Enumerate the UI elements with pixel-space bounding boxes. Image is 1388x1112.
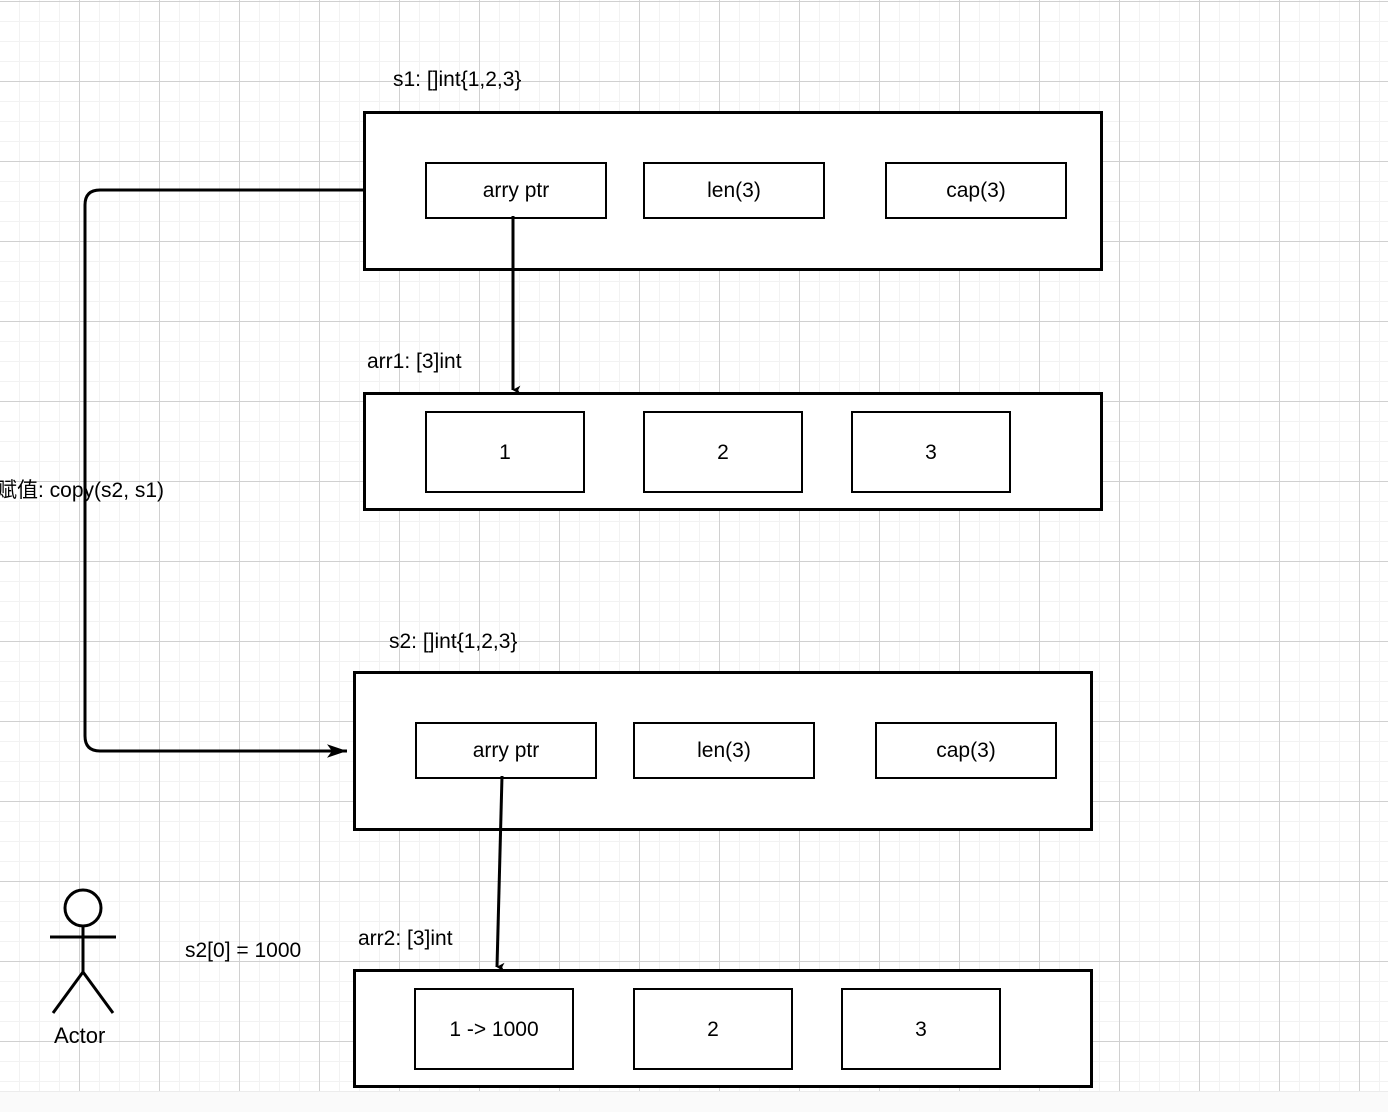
- s1-field-cap-label: cap(3): [946, 179, 1006, 202]
- connector-s2-ptr-to-arr2[interactable]: [495, 775, 505, 972]
- actor-head-icon: [63, 888, 103, 928]
- arr1-element-1-label: 2: [717, 440, 729, 464]
- arr1-element-1[interactable]: 2: [643, 411, 803, 493]
- arr2-element-0-label: 1 -> 1000: [449, 1017, 539, 1041]
- s1-field-cap[interactable]: cap(3): [885, 162, 1067, 219]
- page-bottom-margin: [0, 1091, 1388, 1112]
- arr1-element-2-label: 3: [925, 440, 937, 464]
- assign-note-label: s2[0] = 1000: [185, 939, 302, 962]
- s1-title-label: s1: []int{1,2,3}: [393, 68, 522, 91]
- actor-left-leg-icon: [51, 971, 85, 1014]
- arr2-title-label: arr2: [3]int: [358, 927, 453, 950]
- s2-title-label: s2: []int{1,2,3}: [389, 630, 518, 653]
- arr1-element-2[interactable]: 3: [851, 411, 1011, 493]
- arr1-element-0[interactable]: 1: [425, 411, 585, 493]
- arr1-array-box[interactable]: 1 2 3: [363, 392, 1103, 511]
- connector-s1-to-s2-copy[interactable]: [83, 188, 363, 758]
- s2-field-len[interactable]: len(3): [633, 722, 815, 779]
- actor-right-leg-icon: [81, 971, 115, 1014]
- s2-slice-header-box[interactable]: arry ptr len(3) cap(3): [353, 671, 1093, 831]
- arr2-array-box[interactable]: 1 -> 1000 2 3: [353, 969, 1093, 1088]
- arr1-title-label: arr1: [3]int: [367, 350, 462, 373]
- copy-note-label: 赋值: copy(s2, s1): [0, 479, 165, 502]
- arr2-element-2[interactable]: 3: [841, 988, 1001, 1070]
- actor-figure[interactable]: [50, 888, 116, 1014]
- actor-name-label: Actor: [54, 1023, 106, 1048]
- s2-field-arry-ptr[interactable]: arry ptr: [415, 722, 597, 779]
- arr2-element-2-label: 3: [915, 1017, 927, 1041]
- s1-field-len-label: len(3): [707, 179, 761, 202]
- s2-field-arry-ptr-label: arry ptr: [472, 739, 540, 762]
- s1-field-arry-ptr[interactable]: arry ptr: [425, 162, 607, 219]
- s1-field-arry-ptr-label: arry ptr: [482, 179, 550, 202]
- arr2-element-0[interactable]: 1 -> 1000: [414, 988, 574, 1070]
- s1-slice-header-box[interactable]: arry ptr len(3) cap(3): [363, 111, 1103, 271]
- s2-field-cap[interactable]: cap(3): [875, 722, 1057, 779]
- s2-field-cap-label: cap(3): [936, 739, 996, 762]
- arr2-element-1[interactable]: 2: [633, 988, 793, 1070]
- arr2-element-1-label: 2: [707, 1017, 719, 1041]
- arr1-element-0-label: 1: [499, 440, 511, 464]
- s1-field-len[interactable]: len(3): [643, 162, 825, 219]
- s2-field-len-label: len(3): [697, 739, 751, 762]
